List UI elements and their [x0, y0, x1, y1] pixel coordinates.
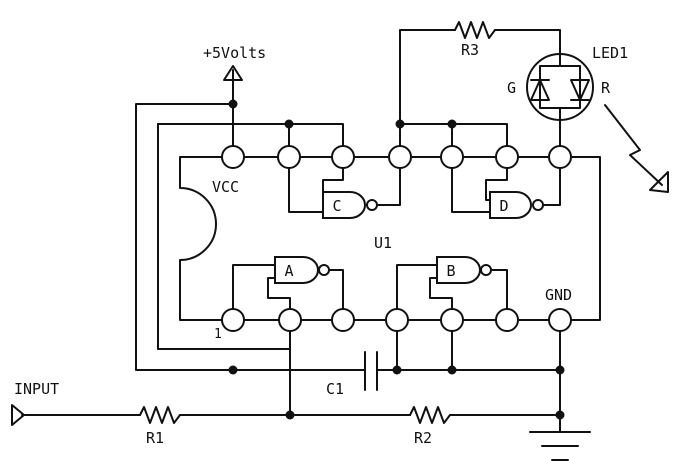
input-label: INPUT: [14, 380, 59, 398]
junction-dots: [228, 99, 565, 420]
resistor-r2: [409, 406, 451, 424]
gate-a-label: A: [284, 262, 293, 280]
ground-icon: [529, 431, 591, 461]
pin-13: [277, 145, 301, 169]
gate-c: C: [322, 191, 378, 219]
ic-body: [179, 156, 601, 321]
r1-label: R1: [146, 429, 164, 447]
light-emission-icon: [604, 104, 669, 193]
pin-9: [495, 145, 519, 169]
pin-gnd: [548, 308, 572, 332]
capacitor-c1: [364, 351, 378, 391]
pin-10: [440, 145, 464, 169]
pin-2: [278, 308, 302, 332]
c1-label: C1: [326, 380, 344, 398]
gate-d: D: [489, 191, 544, 219]
gate-a-wiring: [232, 264, 344, 321]
pin-5: [440, 308, 464, 332]
gate-b: B: [436, 256, 492, 284]
chip-label: U1: [374, 234, 392, 252]
r2-label: R2: [414, 429, 432, 447]
pin1-label: 1: [214, 327, 222, 342]
pin-4: [385, 308, 409, 332]
gate-a: A: [274, 256, 330, 284]
pin-12: [331, 145, 355, 169]
vcc-label: VCC: [212, 178, 239, 196]
gate-c-label: C: [332, 197, 341, 215]
pin-3: [331, 308, 355, 332]
gnd-label: GND: [545, 286, 572, 304]
supply-label: +5Volts: [203, 44, 266, 62]
pin-vcc: [221, 145, 245, 169]
gate-b-label: B: [446, 262, 455, 280]
pin-6: [495, 308, 519, 332]
pin-8: [548, 145, 572, 169]
led-r-label: R: [601, 79, 611, 97]
led-g-label: G: [507, 79, 516, 97]
pin-1: [221, 308, 245, 332]
resistor-r1: [139, 406, 181, 424]
ic-pins-bottom: [221, 308, 572, 332]
supply-arrow-icon: [223, 65, 243, 81]
led-label: LED1: [592, 44, 628, 62]
gate-d-label: D: [499, 197, 508, 215]
gate-b-wiring: [396, 264, 508, 321]
led1: [526, 53, 594, 121]
pin-11: [388, 145, 412, 169]
r3-label: R3: [461, 41, 479, 59]
ic-pins-top: [221, 145, 572, 169]
input-arrow-icon: [11, 404, 25, 426]
resistor-r3: [454, 21, 496, 39]
r3-led-wiring: [399, 29, 561, 158]
